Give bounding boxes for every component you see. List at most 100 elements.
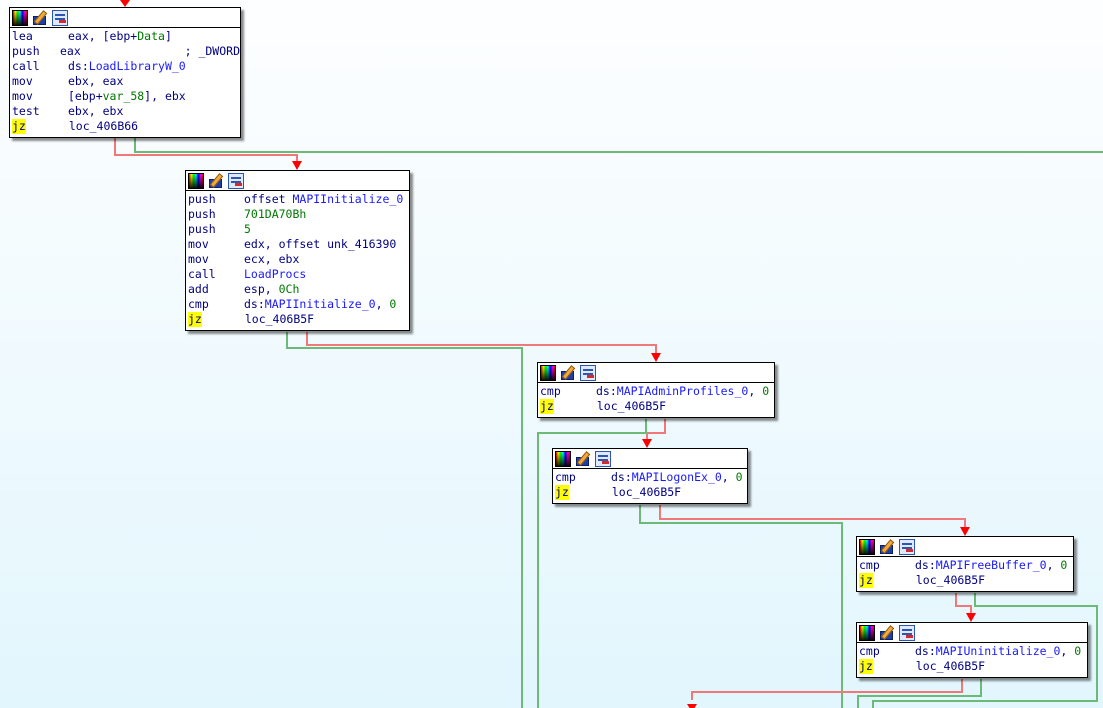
asm-line[interactable]: push eax ; _DWORD <box>12 44 240 59</box>
asm-mnemonic: push <box>188 192 216 206</box>
symbol-reference[interactable]: MAPIInitialize_0 <box>292 192 404 206</box>
operand-text: loc_406B5F <box>244 312 315 326</box>
operand-text: loc_406B5F <box>596 399 667 413</box>
asm-mnemonic: jz <box>555 485 569 500</box>
color-palette-icon[interactable] <box>859 538 875 555</box>
asm-mnemonic: jz <box>188 312 202 327</box>
asm-operands: ebx, ebx <box>68 104 123 119</box>
color-palette-icon[interactable] <box>555 450 571 467</box>
edit-pencil-icon[interactable] <box>560 364 576 381</box>
symbol-reference[interactable]: MAPIFreeBuffer_0 <box>935 558 1047 572</box>
edit-pencil-icon[interactable] <box>879 624 895 641</box>
symbol-reference[interactable]: MAPIAdminProfiles_0 <box>616 384 749 398</box>
asm-mnemonic: push <box>12 44 40 58</box>
asm-mnemonic: call <box>188 267 216 281</box>
asm-mnemonic: cmp <box>188 297 209 311</box>
edit-pencil-icon[interactable] <box>32 9 48 26</box>
operand-text: ] <box>164 29 172 43</box>
immediate-value: var_58 <box>102 89 145 103</box>
operand-text: loc_406B5F <box>611 485 682 499</box>
asm-operands: [ebp+var_58], ebx <box>68 89 186 104</box>
immediate-value: Data <box>137 29 165 43</box>
operand-text: ds: <box>915 644 936 658</box>
asm-line[interactable]: jz loc_406B5F <box>188 312 409 327</box>
immediate-value: 0 <box>735 470 743 484</box>
asm-line[interactable]: test ebx, ebx <box>12 104 240 119</box>
operand-text: ebx, eax <box>68 74 124 88</box>
graph-overview-icon[interactable] <box>580 364 596 381</box>
operand-text: eax, [ebp+ <box>68 29 138 43</box>
symbol-reference[interactable]: MAPILogonEx_0 <box>631 470 722 484</box>
asm-mnemonic: add <box>188 282 209 296</box>
asm-operands: loc_406B5F <box>597 399 666 414</box>
asm-mnemonic: jz <box>859 659 873 674</box>
asm-operands: loc_406B5F <box>916 573 985 588</box>
color-palette-icon[interactable] <box>188 172 204 189</box>
asm-line[interactable]: jz loc_406B5F <box>859 659 1087 674</box>
block-header <box>553 449 747 469</box>
symbol-reference[interactable]: LoadLibraryW_0 <box>88 59 186 73</box>
operand-text: edx, offset unk_416390 <box>244 237 397 251</box>
edit-pencil-icon[interactable] <box>208 172 224 189</box>
color-palette-icon[interactable] <box>540 364 556 381</box>
asm-mnemonic: mov <box>12 74 33 88</box>
asm-line[interactable]: mov[ebp+var_58], ebx <box>12 89 240 104</box>
symbol-reference[interactable]: MAPIInitialize_0 <box>264 297 376 311</box>
asm-operands: eax ; _DWORD <box>60 44 240 59</box>
asm-line[interactable]: jz loc_406B5F <box>555 485 747 500</box>
asm-operands: edx, offset unk_416390 <box>244 237 396 252</box>
immediate-value: 0 <box>1060 558 1068 572</box>
graph-overview-icon[interactable] <box>899 624 915 641</box>
graph-overview-icon[interactable] <box>52 9 68 26</box>
graph-overview-icon[interactable] <box>228 172 244 189</box>
symbol-reference[interactable]: MAPIUninitialize_0 <box>935 644 1061 658</box>
operand-text: ebx, ebx <box>68 104 124 118</box>
graph-overview-icon[interactable] <box>595 450 611 467</box>
operand-text: , <box>375 297 390 311</box>
asm-mnemonic: test <box>12 104 40 118</box>
asm-operands: loc_406B5F <box>612 485 681 500</box>
graph-overview-icon[interactable] <box>899 538 915 555</box>
operand-text: ds: <box>915 558 936 572</box>
edit-pencil-icon[interactable] <box>575 450 591 467</box>
asm-line[interactable]: mov ebx, eax <box>12 74 240 89</box>
asm-mnemonic: cmp <box>555 470 576 484</box>
edit-pencil-icon[interactable] <box>879 538 895 555</box>
asm-mnemonic: push <box>188 222 216 236</box>
color-palette-icon[interactable] <box>12 9 28 26</box>
arrow-head-block6 <box>966 613 976 622</box>
asm-line[interactable]: call LoadProcs <box>188 267 409 282</box>
operand-text: loc_406B5F <box>915 659 986 673</box>
operand-text: , <box>748 384 763 398</box>
edge-block6-false <box>691 679 963 700</box>
symbol-reference[interactable]: LoadProcs <box>244 267 307 281</box>
asm-mnemonic: mov <box>188 252 209 266</box>
color-palette-icon[interactable] <box>859 624 875 641</box>
spacer <box>202 312 245 327</box>
